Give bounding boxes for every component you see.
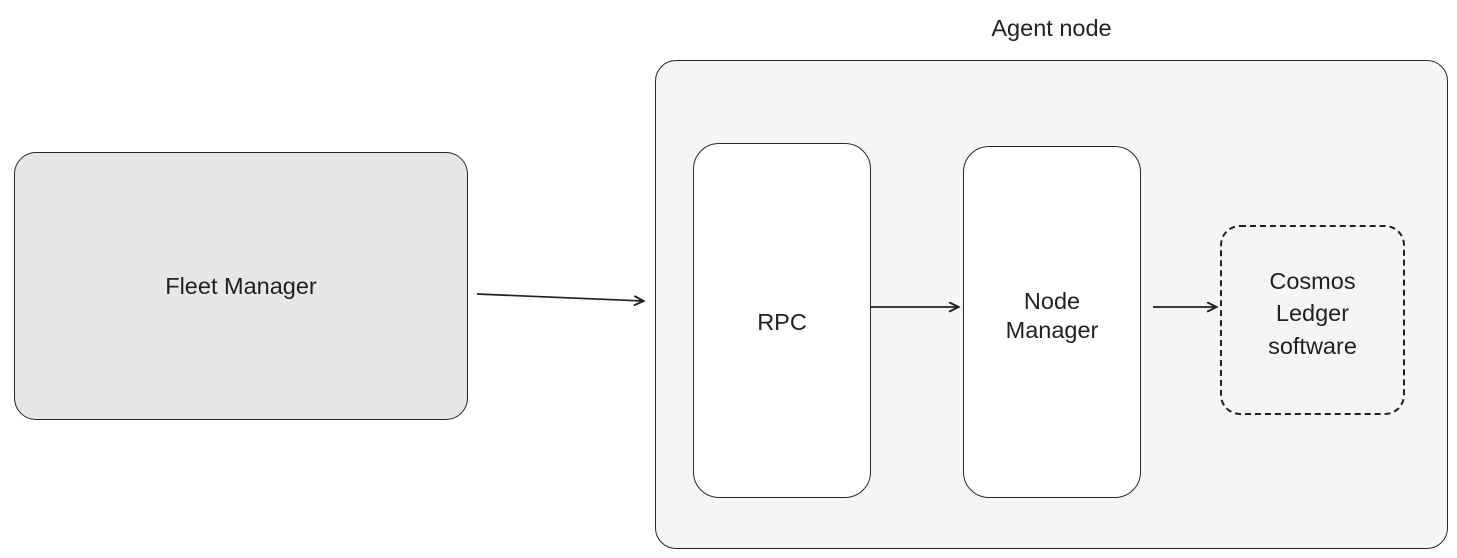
edge-fleet-to-rpc <box>476 293 643 301</box>
node-fleet-manager[interactable]: Fleet Manager <box>14 152 468 420</box>
node-node-manager-label: Node Manager <box>1005 288 1099 343</box>
agent-node-group-title: Agent node <box>991 15 1112 41</box>
node-cosmos-ledger-software[interactable]: Cosmos Ledger software <box>1220 225 1405 415</box>
node-fleet-manager-label: Fleet Manager <box>165 272 317 299</box>
node-cosmos-ledger-software-label: Cosmos Ledger software <box>1268 268 1357 359</box>
node-rpc-label: RPC <box>757 309 807 335</box>
node-node-manager[interactable]: Node Manager <box>963 146 1141 498</box>
node-rpc[interactable]: RPC <box>693 143 871 498</box>
